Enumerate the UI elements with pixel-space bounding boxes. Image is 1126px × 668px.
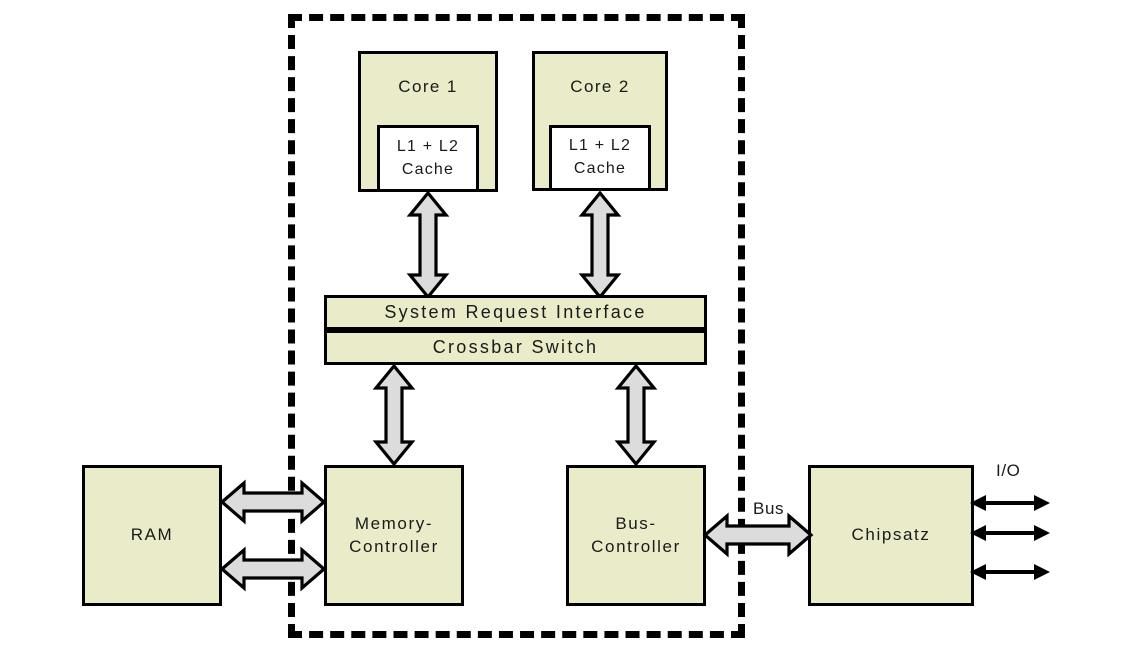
io-arrow-3 xyxy=(970,564,1050,580)
memory-controller-box[interactable]: Memory- Controller xyxy=(324,465,464,606)
crossbar-switch-bar[interactable]: Crossbar Switch xyxy=(324,330,707,365)
arrow-core2-to-sri xyxy=(578,190,622,300)
arrow-core1-to-sri xyxy=(406,190,450,300)
bus-controller-label: Bus- Controller xyxy=(591,514,681,556)
core-1-cache-box[interactable]: L1 + L2 Cache xyxy=(377,125,479,192)
ram-box[interactable]: RAM xyxy=(82,465,222,606)
core-2-title: Core 2 xyxy=(570,77,630,96)
arrow-crossbar-to-bus-controller xyxy=(614,363,658,467)
core-2-cache-label: L1 + L2 Cache xyxy=(568,137,632,177)
io-arrow-1 xyxy=(970,495,1050,511)
cpu-package-boundary xyxy=(288,14,745,638)
system-request-interface-label: System Request Interface xyxy=(384,302,647,322)
chipsatz-label: Chipsatz xyxy=(851,525,931,545)
chipsatz-box[interactable]: Chipsatz xyxy=(808,465,974,606)
arrow-ram-to-memory-controller-lower xyxy=(219,546,327,592)
arrow-bus-controller-to-chipsatz xyxy=(702,512,814,558)
bus-connector-label: Bus xyxy=(753,499,785,518)
core-1-cache-label: L1 + L2 Cache xyxy=(396,137,460,178)
arrow-ram-to-memory-controller-upper xyxy=(219,479,327,525)
core-1-title: Core 1 xyxy=(398,77,458,96)
io-arrow-2 xyxy=(970,525,1050,541)
memory-controller-label: Memory- Controller xyxy=(349,514,439,556)
system-request-interface-bar[interactable]: System Request Interface xyxy=(324,295,707,330)
crossbar-switch-label: Crossbar Switch xyxy=(432,337,599,357)
io-connector-label: I/O xyxy=(996,461,1021,480)
arrow-crossbar-to-memory-controller xyxy=(372,363,416,467)
core-2-cache-box[interactable]: L1 + L2 Cache xyxy=(549,125,651,191)
bus-controller-box[interactable]: Bus- Controller xyxy=(566,465,706,606)
ram-label: RAM xyxy=(130,525,174,545)
